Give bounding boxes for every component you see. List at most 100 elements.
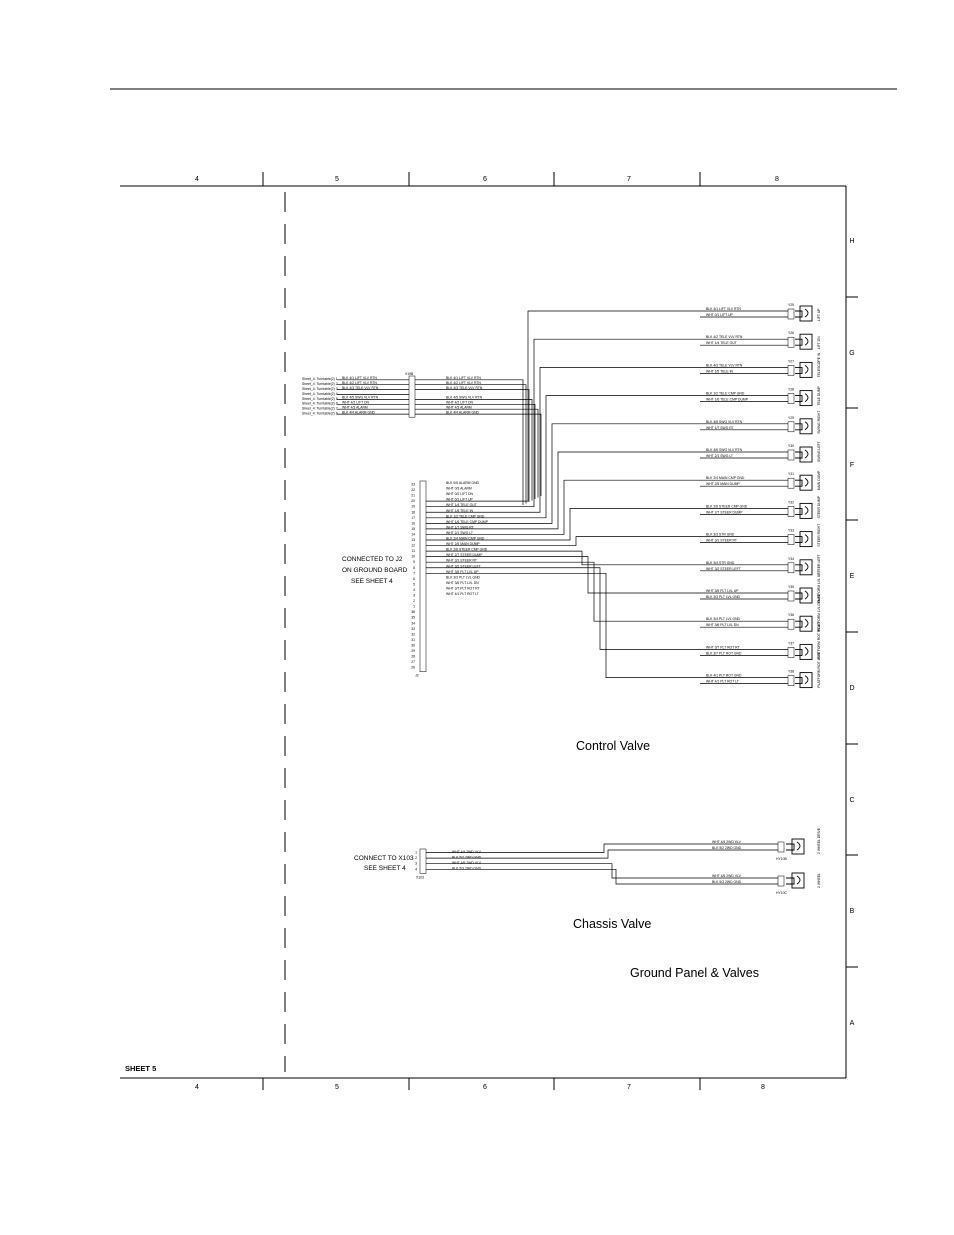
valve-plug (787, 449, 795, 461)
wire (426, 849, 705, 859)
col-label: 8 (775, 176, 779, 183)
wire-label: BLK 1/2 TELE CMP GND (446, 514, 485, 518)
pin-number: 12 (411, 544, 415, 548)
coil-icon (804, 421, 809, 431)
pin-number: 5 (413, 582, 415, 586)
wire-label: BLK 5/2 2WD GND (452, 855, 482, 859)
solenoid-lead-icon (795, 648, 803, 656)
valve-plug (787, 647, 795, 658)
valve-plug (787, 421, 795, 433)
wire-label: BLK 5/3 2WD GND (712, 880, 742, 884)
wire-label: BLK 4/2 LIFT VLV RTN (446, 381, 481, 385)
valve-id: Y30 (788, 444, 794, 448)
valve-plug (777, 875, 785, 887)
note-line: CONNECT TO X103 (354, 855, 414, 862)
pin-number: 14 (411, 532, 415, 536)
solenoid-icon (799, 418, 813, 435)
wire-label: WHT 1/4 TELE OUT (446, 503, 477, 507)
wire-label: BLK 4/3 TELE VLV RTN (446, 386, 483, 390)
col-label: 4 (195, 1084, 199, 1091)
wire (426, 550, 700, 566)
wire-label: WHT 1/5 TELE IN (446, 509, 474, 513)
valve-plug (787, 675, 795, 686)
wire (415, 403, 536, 499)
valve-id: HY10B (776, 857, 787, 861)
valve-label: PLATFORM LVL UP (817, 572, 821, 603)
pin-number: 1 (413, 605, 415, 609)
row-label: F (850, 462, 854, 469)
solenoid-icon (799, 390, 813, 407)
wire (426, 556, 700, 594)
column-ruler-top: 4 5 6 7 8 (195, 176, 779, 183)
wire-label: WHT 4/1 PLT ROT LT (446, 592, 479, 596)
wire-label: WHT 4/4 2WD VLV (452, 850, 482, 854)
valve-plug (787, 506, 795, 517)
wire-label: WHT 1/4 TELE OUT (706, 341, 737, 345)
pin-number: 2 (415, 856, 417, 860)
valve-id: Y28 (788, 388, 794, 392)
valve-id: Y34 (788, 557, 794, 561)
coil-icon (804, 336, 809, 346)
solenoid-icon (799, 333, 813, 350)
wire-label: WHT 0/2 LIFT DN (446, 492, 474, 496)
wire (415, 413, 542, 496)
wire (426, 508, 700, 541)
note-line: CONNECTED TO J2 (342, 556, 403, 563)
solenoid-icon (799, 305, 813, 322)
wire-label: WHT 1/7 SWG RT (706, 426, 734, 430)
coil-icon (804, 365, 809, 374)
solenoid-icon (799, 361, 813, 378)
valve-id: Y38 (788, 670, 794, 674)
wire-label: BLK 2/6 STEER CMP GND (446, 548, 488, 552)
wire-label: WHT 4/3 ALARM (342, 405, 368, 409)
col-label: 4 (195, 176, 199, 183)
solenoid-lead-icon (795, 620, 803, 628)
pin-number: 31 (411, 638, 415, 642)
note-line: ON GROUND BOARD (342, 567, 408, 574)
wire (426, 561, 700, 622)
valve-plug (787, 477, 795, 489)
solenoid-lead-icon (786, 843, 795, 851)
valve-plug (787, 393, 795, 404)
valve-id: Y37 (788, 641, 794, 645)
valve-label: PLATFORM ROT RIGHT (817, 622, 821, 660)
pin-number: 10 (411, 555, 415, 559)
pin-number: 18 (411, 510, 415, 514)
solenoid-icon (799, 615, 813, 632)
valve-plug (787, 618, 795, 630)
wire-label: BLK 4/4 ALARM GND (342, 410, 376, 414)
drawing-frame (120, 172, 858, 1090)
pin-number: 23 (411, 483, 415, 487)
row-label: E (850, 573, 855, 580)
col-label: 5 (335, 1084, 339, 1091)
col-label: 7 (627, 176, 631, 183)
wire (426, 451, 700, 530)
solenoid-lead-icon (795, 310, 803, 318)
ground-panel-title: Ground Panel & Valves (630, 966, 759, 980)
pin-number: 4 (413, 588, 415, 592)
solenoid-icon (799, 446, 813, 463)
valve-plug (777, 841, 785, 853)
solenoid-icon (799, 672, 813, 689)
valve-label: LIFT DN (817, 336, 821, 349)
wire-label: BLK 3/3 PLT LVL GND (706, 595, 741, 599)
solenoid-icon (799, 587, 813, 604)
connector-body (419, 480, 427, 672)
wire-label: BLK 4/5 SWG VLV RTN (706, 420, 743, 424)
pin-number: 11 (411, 549, 415, 553)
chassis-valve-title: Chassis Valve (573, 917, 651, 931)
coil-icon (804, 449, 809, 459)
wire (426, 868, 705, 885)
wire-label: WHT 2/1 SWG LT (706, 454, 733, 458)
pin-number: 36 (411, 610, 415, 614)
row-label: H (849, 238, 854, 245)
pin-number: 21 (411, 494, 415, 498)
pin-number: 29 (411, 649, 415, 653)
